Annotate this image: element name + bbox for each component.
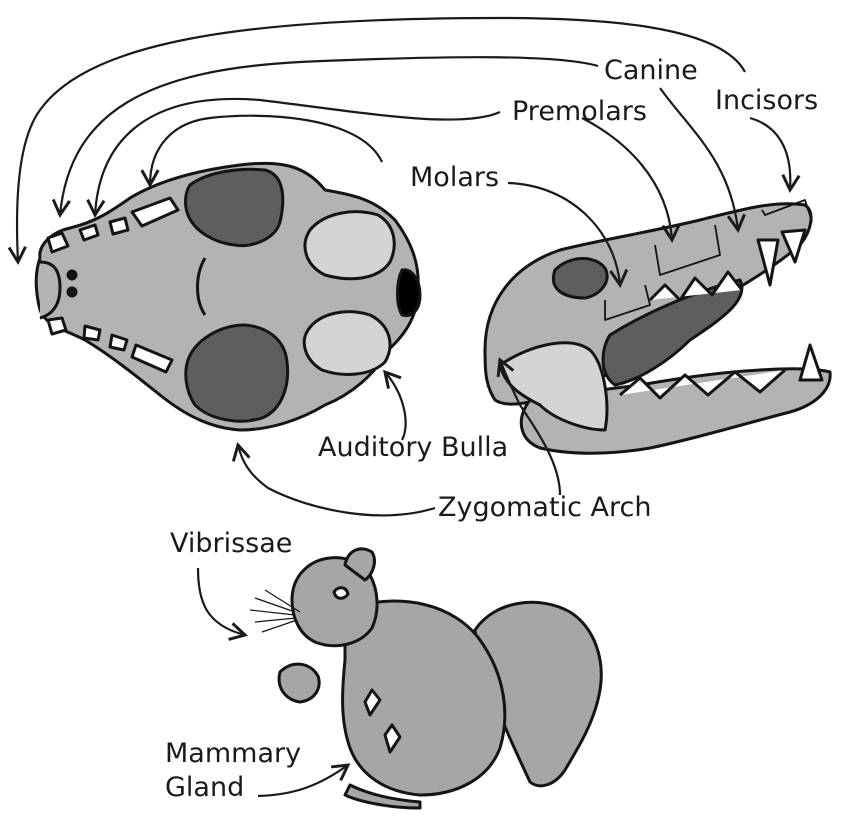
- palatine-dark-lower: [186, 325, 288, 421]
- bulla-lower: [304, 312, 390, 375]
- orbit-dark: [553, 258, 607, 298]
- label-incisors: Incisors: [715, 87, 818, 114]
- label-vibrissae: Vibrissae: [170, 530, 292, 557]
- incisive-foramen-1: [68, 271, 76, 279]
- arrow-premolars-to-lateral: [582, 118, 672, 240]
- squirrel-eye: [334, 588, 348, 599]
- lateral-skull: [485, 200, 830, 453]
- squirrel-paws: [279, 664, 319, 702]
- tooth-l2: [84, 326, 100, 340]
- label-canine: Canine: [604, 57, 698, 84]
- label-auditory-bulla: Auditory Bulla: [318, 434, 508, 461]
- label-mammary-gland: Mammary Gland: [165, 737, 301, 805]
- label-molars: Molars: [410, 164, 499, 191]
- arrow-auditory-bulla: [385, 372, 406, 440]
- label-zygomatic-arch: Zygomatic Arch: [438, 494, 651, 521]
- canine-lower: [800, 345, 822, 380]
- arrow-incisors-to-lateral: [750, 118, 790, 190]
- tooth-l1: [48, 318, 66, 334]
- squirrel: [250, 549, 601, 808]
- label-premolars: Premolars: [512, 98, 647, 125]
- incisive-foramen-2: [68, 288, 76, 296]
- foramen-magnum: [398, 270, 421, 316]
- tooth-u3: [110, 218, 128, 234]
- ventral-skull: [36, 163, 420, 430]
- arrow-vibrissae: [198, 568, 245, 635]
- bulla-upper: [305, 212, 394, 279]
